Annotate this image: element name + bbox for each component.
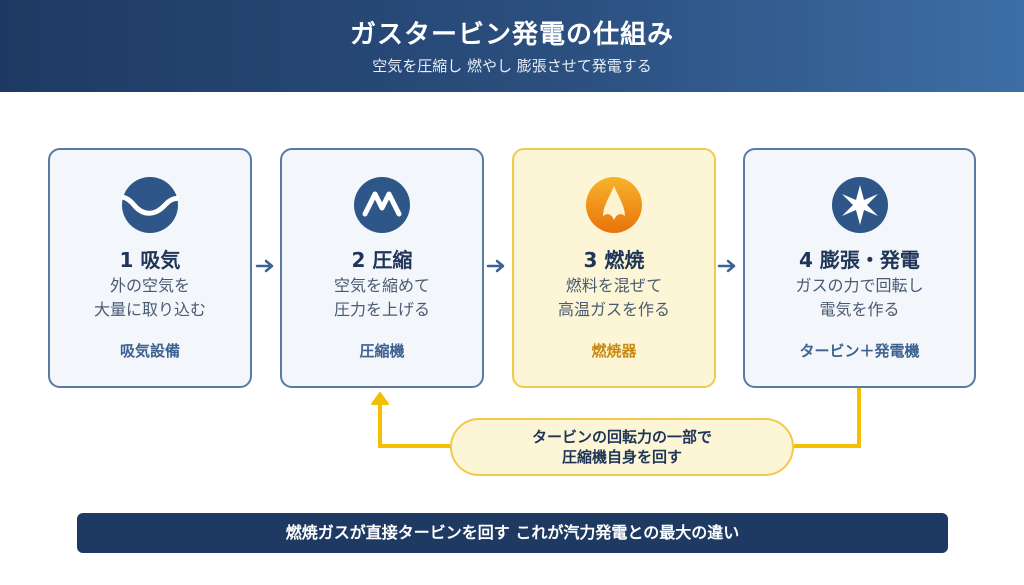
flow-arrow-icon: [255, 259, 274, 273]
page-title: ガスタービン発電の仕組み: [349, 20, 674, 50]
key-point-banner: 燃焼ガスが直接タービンを回す これが汽力発電との最大の違い: [77, 513, 948, 553]
flame-icon: [586, 177, 642, 233]
step-description: 空気を縮めて 圧力を上げる: [333, 276, 430, 319]
flow-arrow-icon: [717, 259, 736, 273]
step-title: 3 燃焼: [583, 248, 645, 272]
step-card-expansion-generation: 4 膨張・発電 ガスの力で回転し 電気を作る タービン＋発電機: [743, 148, 976, 388]
feedback-note: タービンの回転力の一部で 圧縮機自身を回す: [450, 418, 794, 476]
compress-icon: [354, 177, 410, 233]
step-title: 1 吸気: [119, 248, 181, 272]
header-banner: ガスタービン発電の仕組み 空気を圧縮し 燃やし 膨張させて発電する: [0, 0, 1024, 92]
step-equipment: 吸気設備: [119, 342, 180, 360]
flow-arrow-icon: [486, 259, 505, 273]
wave-icon: [121, 177, 179, 233]
step-equipment: タービン＋発電機: [799, 342, 920, 360]
step-description: ガスの力で回転し 電気を作る: [795, 276, 924, 319]
page-subtitle: 空気を圧縮し 燃やし 膨張させて発電する: [372, 57, 652, 75]
step-card-compression: 2 圧縮 空気を縮めて 圧力を上げる 圧縮機: [280, 148, 484, 388]
step-title: 2 圧縮: [351, 248, 413, 272]
step-equipment: 燃焼器: [591, 342, 637, 360]
step-description: 燃料を混ぜて 高温ガスを作る: [557, 276, 670, 319]
step-card-intake: 1 吸気 外の空気を 大量に取り込む 吸気設備: [48, 148, 252, 388]
step-description: 外の空気を 大量に取り込む: [93, 276, 206, 319]
step-title: 4 膨張・発電: [799, 248, 920, 272]
turbine-icon: [832, 177, 888, 233]
step-equipment: 圧縮機: [359, 342, 405, 360]
step-card-combustion: 3 燃焼 燃料を混ぜて 高温ガスを作る 燃焼器: [512, 148, 716, 388]
